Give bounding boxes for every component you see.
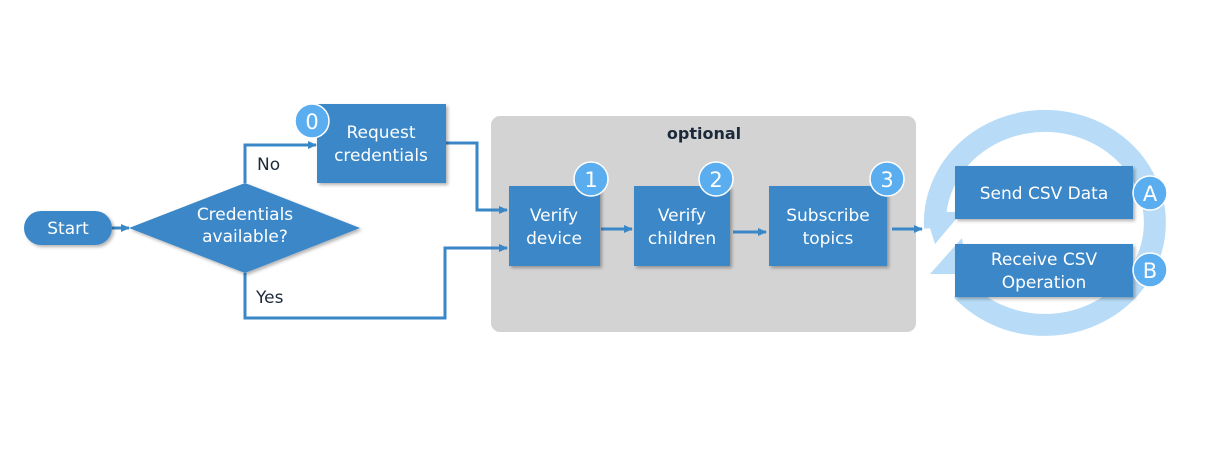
subscribe-topics-node	[769, 186, 887, 266]
decision-label-line2: available?	[202, 227, 288, 247]
svg-text:0: 0	[305, 110, 318, 134]
edge-yes	[243, 244, 508, 320]
svg-text:3: 3	[880, 168, 893, 192]
edge-request-verify	[446, 141, 508, 214]
verify-children-node	[634, 186, 730, 266]
send-csv-node	[955, 166, 1133, 219]
no-label: No	[257, 155, 280, 175]
verify-device-node	[509, 186, 600, 266]
badge-0: 0	[294, 103, 330, 139]
decision-label-line1: Credentials	[197, 205, 293, 225]
edge-no	[243, 141, 317, 183]
subscribe-line2: topics	[803, 229, 854, 249]
start-label: Start	[47, 219, 89, 239]
verify-children-line1: Verify	[658, 206, 706, 226]
svg-text:2: 2	[709, 168, 722, 192]
verify-device-line2: device	[526, 229, 582, 249]
receive-csv-node	[955, 244, 1133, 297]
badge-2: 2	[698, 161, 734, 197]
yes-label: Yes	[255, 288, 284, 308]
request-label-line2: credentials	[334, 146, 428, 166]
decision-node	[129, 183, 360, 273]
svg-text:1: 1	[584, 168, 597, 192]
request-credentials-node	[317, 104, 446, 183]
start-node	[24, 211, 112, 245]
svg-text:B: B	[1143, 259, 1157, 283]
svg-text:A: A	[1143, 182, 1158, 206]
optional-group-label: optional	[667, 124, 741, 143]
receive-csv-line1: Receive CSV	[991, 250, 1098, 270]
verify-children-line2: children	[648, 229, 716, 249]
badge-b: B	[1132, 252, 1168, 288]
subscribe-line1: Subscribe	[786, 206, 870, 226]
request-label-line1: Request	[346, 123, 415, 143]
badge-3: 3	[869, 161, 905, 197]
badge-1: 1	[573, 161, 609, 197]
send-csv-label: Send CSV Data	[980, 184, 1109, 204]
connectors	[112, 141, 923, 320]
badge-a: A	[1132, 175, 1168, 211]
receive-csv-line2: Operation	[1002, 273, 1087, 293]
verify-device-line1: Verify	[530, 206, 578, 226]
